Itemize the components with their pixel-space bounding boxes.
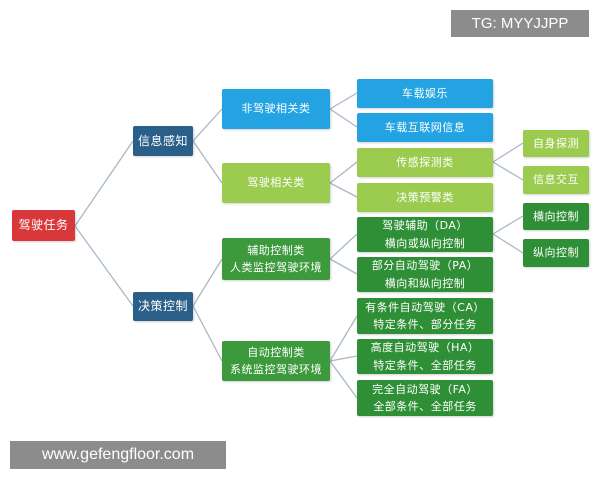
node-auto-control-line2: 系统监控驾驶环境 [230, 363, 322, 376]
node-infotainment-label: 车载娱乐 [402, 86, 448, 100]
node-internet-info-label: 车载互联网信息 [384, 120, 466, 134]
node-sensing: 传感探测类 [357, 148, 493, 177]
watermark-bottom: www.gefengfloor.com [10, 441, 226, 469]
node-info-exchange: 信息交互 [523, 166, 589, 194]
node-level-pa: 部分自动驾驶（PA） 横向和纵向控制 [357, 257, 493, 292]
root-node-driving-task: 驾驶任务 [12, 210, 75, 241]
node-level-da: 驾驶辅助（DA） 横向或纵向控制 [357, 217, 493, 252]
node-driving-related-label: 驾驶相关类 [247, 176, 305, 190]
watermark-bottom-text: www.gefengfloor.com [41, 446, 195, 463]
node-lateral-control: 横向控制 [523, 203, 589, 230]
node-auto-control-line1: 自动控制类 [247, 345, 305, 359]
node-info-perception: 信息感知 [133, 126, 193, 156]
node-sensing-label: 传感探测类 [396, 155, 454, 169]
node-level-ha: 高度自动驾驶（HA） 特定条件、全部任务 [357, 339, 493, 374]
node-driving-related: 驾驶相关类 [222, 163, 330, 203]
node-longitudinal-control: 纵向控制 [523, 239, 589, 267]
node-level-fa-line1: 完全自动驾驶（FA） [372, 382, 478, 396]
node-lateral-control-label: 横向控制 [533, 209, 579, 223]
node-self-sensing: 自身探测 [523, 130, 589, 157]
node-decision-control-label: 决策控制 [137, 299, 188, 314]
node-level-pa-line2: 横向和纵向控制 [384, 276, 466, 290]
node-assist-control-line1: 辅助控制类 [247, 243, 305, 257]
node-level-ha-line1: 高度自动驾驶（HA） [370, 341, 480, 355]
node-self-sensing-label: 自身探测 [533, 136, 579, 150]
node-infotainment: 车载娱乐 [357, 79, 493, 108]
node-warning-label: 决策预警类 [396, 190, 454, 204]
node-level-fa: 完全自动驾驶（FA） 全部条件、全部任务 [357, 380, 493, 416]
node-auto-control: 自动控制类 系统监控驾驶环境 [222, 341, 330, 381]
node-assist-control: 辅助控制类 人类监控驾驶环境 [222, 238, 330, 280]
node-level-pa-line1: 部分自动驾驶（PA） [371, 259, 479, 273]
node-level-ca: 有条件自动驾驶（CA） 特定条件、部分任务 [357, 298, 493, 334]
node-info-exchange-label: 信息交互 [533, 173, 579, 187]
node-non-driving-related: 非驾驶相关类 [222, 89, 330, 129]
node-level-da-line1: 驾驶辅助（DA） [382, 219, 468, 233]
watermark-top: TG: MYYJJPP [451, 10, 589, 37]
node-decision-control: 决策控制 [133, 292, 193, 321]
node-info-perception-label: 信息感知 [137, 133, 188, 148]
node-assist-control-line2: 人类监控驾驶环境 [230, 261, 322, 274]
node-level-ca-line2: 特定条件、部分任务 [373, 318, 477, 331]
node-non-driving-related-label: 非驾驶相关类 [241, 102, 311, 116]
node-internet-info: 车载互联网信息 [357, 113, 493, 142]
node-longitudinal-control-label: 纵向控制 [533, 246, 579, 260]
node-level-ha-line2: 特定条件、全部任务 [373, 358, 477, 372]
node-warning: 决策预警类 [357, 183, 493, 212]
node-level-ca-line1: 有条件自动驾驶（CA） [365, 300, 485, 314]
watermark-top-text: TG: MYYJJPP [471, 15, 569, 32]
node-level-fa-line2: 全部条件、全部任务 [373, 400, 477, 413]
node-level-da-line2: 横向或纵向控制 [384, 236, 466, 250]
root-node-label: 驾驶任务 [18, 218, 69, 233]
